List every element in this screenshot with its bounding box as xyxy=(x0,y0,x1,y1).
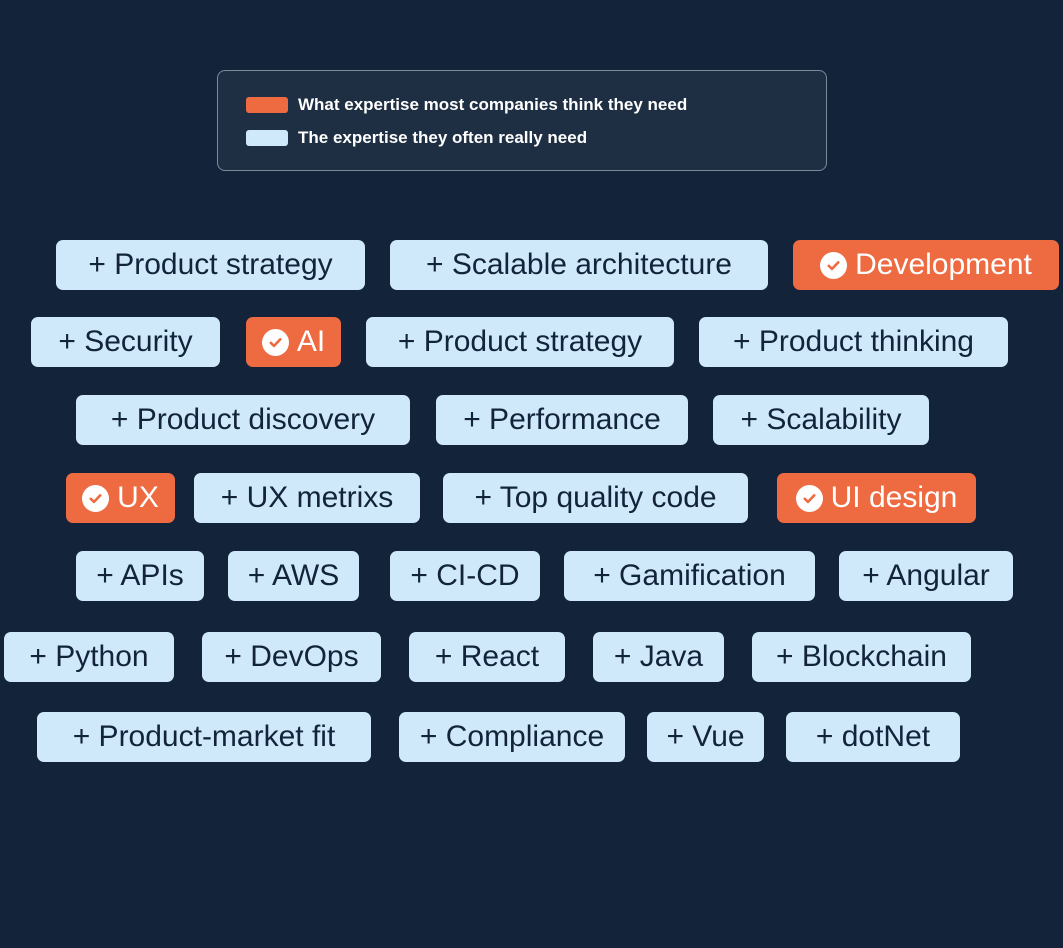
tag-compliance: + Compliance xyxy=(399,712,625,762)
tag-label: + Vue xyxy=(666,720,745,753)
tag-label: + Product-market fit xyxy=(72,720,336,753)
tag-label: + Python xyxy=(29,640,149,673)
tag-ux: UX xyxy=(66,473,175,523)
tag-label: + Product thinking xyxy=(733,325,974,358)
tag-ux-metrixs: + UX metrixs xyxy=(194,473,420,523)
tag-label: + React xyxy=(434,640,540,673)
tag-label: Development xyxy=(855,248,1032,281)
tag-label: + Security xyxy=(58,325,193,358)
tag-ui-design: UI design xyxy=(777,473,976,523)
tag-devops: + DevOps xyxy=(202,632,381,682)
legend-label: What expertise most companies think they… xyxy=(298,95,688,114)
check-circle-icon xyxy=(261,328,289,356)
tag-label: + UX metrixs xyxy=(220,481,394,514)
check-circle-icon xyxy=(82,484,110,512)
legend-swatch-blue xyxy=(246,130,288,146)
tag-product-discovery: + Product discovery xyxy=(76,395,410,445)
tag-security: + Security xyxy=(31,317,220,367)
tag-label: + Product discovery xyxy=(110,403,376,436)
tag-vue: + Vue xyxy=(647,712,764,762)
tag-ci-cd: + CI-CD xyxy=(390,551,540,601)
tag-label: + CI-CD xyxy=(410,559,520,592)
tag-python: + Python xyxy=(4,632,174,682)
tag-label: + Product strategy xyxy=(88,248,333,281)
tag-label: + dotNet xyxy=(815,720,931,753)
tag-performance: + Performance xyxy=(436,395,688,445)
tag-label: UX xyxy=(117,481,159,514)
legend: What expertise most companies think they… xyxy=(217,70,827,171)
tag-blockchain: + Blockchain xyxy=(752,632,971,682)
tag-product-strategy-2: + Product strategy xyxy=(366,317,674,367)
tag-label: + Gamification xyxy=(593,559,786,592)
tag-label: + Performance xyxy=(463,403,661,436)
tag-label: + Angular xyxy=(862,559,990,592)
legend-item-think-they-need: What expertise most companies think they… xyxy=(246,95,687,115)
tag-product-market-fit: + Product-market fit xyxy=(37,712,371,762)
tag-product-thinking: + Product thinking xyxy=(699,317,1008,367)
tag-label: + Java xyxy=(613,640,704,673)
tag-label: AI xyxy=(296,325,326,358)
tag-label: UI design xyxy=(830,481,958,514)
tag-product-strategy: + Product strategy xyxy=(56,240,365,290)
tag-label: + Product strategy xyxy=(397,325,643,358)
tag-apis: + APIs xyxy=(76,551,204,601)
legend-label: The expertise they often really need xyxy=(298,128,588,147)
tag-dotnet: + dotNet xyxy=(786,712,960,762)
tag-angular: + Angular xyxy=(839,551,1013,601)
tag-react: + React xyxy=(409,632,565,682)
tag-top-quality-code: + Top quality code xyxy=(443,473,748,523)
tag-label: + Compliance xyxy=(419,720,605,753)
legend-item-really-need: The expertise they often really need xyxy=(246,128,587,148)
tag-gamification: + Gamification xyxy=(564,551,815,601)
tag-label: + Top quality code xyxy=(474,481,717,514)
check-circle-icon xyxy=(795,484,823,512)
tag-ai: AI xyxy=(246,317,341,367)
tag-development: Development xyxy=(793,240,1059,290)
tag-label: + Blockchain xyxy=(776,640,947,673)
tag-label: + AWS xyxy=(247,559,340,592)
tag-scalable-architecture: + Scalable architecture xyxy=(390,240,768,290)
tag-scalability: + Scalability xyxy=(713,395,929,445)
tag-label: + APIs xyxy=(96,559,184,592)
tag-label: + DevOps xyxy=(224,640,359,673)
check-circle-icon xyxy=(820,251,848,279)
legend-swatch-orange xyxy=(246,97,288,113)
tag-java: + Java xyxy=(593,632,724,682)
tag-label: + Scalable architecture xyxy=(425,248,732,281)
tag-label: + Scalability xyxy=(740,403,902,436)
tag-aws: + AWS xyxy=(228,551,359,601)
